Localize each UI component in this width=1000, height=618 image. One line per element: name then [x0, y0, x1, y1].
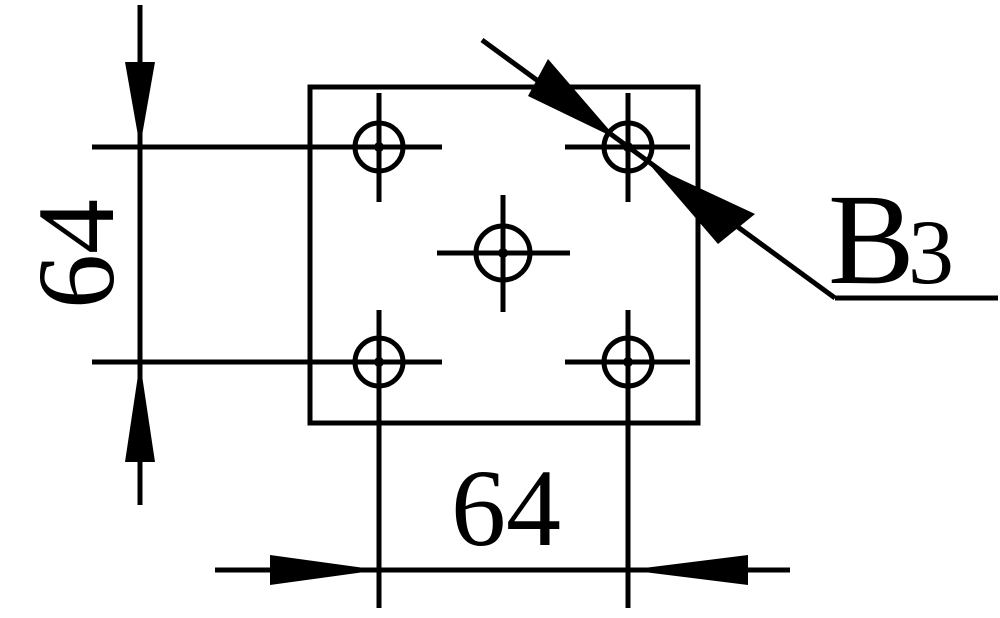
arrowhead-leader-upper [528, 59, 617, 139]
plate-outline [307, 84, 701, 426]
arrowhead-leader-lower [650, 165, 755, 244]
arrowhead-vertical-bottom [125, 362, 155, 462]
arrowhead-horizontal-left [270, 555, 379, 585]
vertical-dimension-text: 64 [15, 199, 137, 309]
hole-centers [374, 142, 633, 367]
center-dot-top-left [374, 142, 384, 152]
leader-label-sub: 3 [908, 201, 954, 303]
center-dot-bottom-left [374, 357, 384, 367]
arrowhead-horizontal-right [628, 555, 748, 585]
center-dot-center [498, 248, 508, 258]
leader-label-main: B [828, 168, 915, 312]
horizontal-dimension-text: 64 [451, 447, 561, 569]
center-dot-top-right [623, 142, 633, 152]
arrowhead-vertical-top [125, 62, 155, 147]
center-dot-bottom-right [623, 357, 633, 367]
